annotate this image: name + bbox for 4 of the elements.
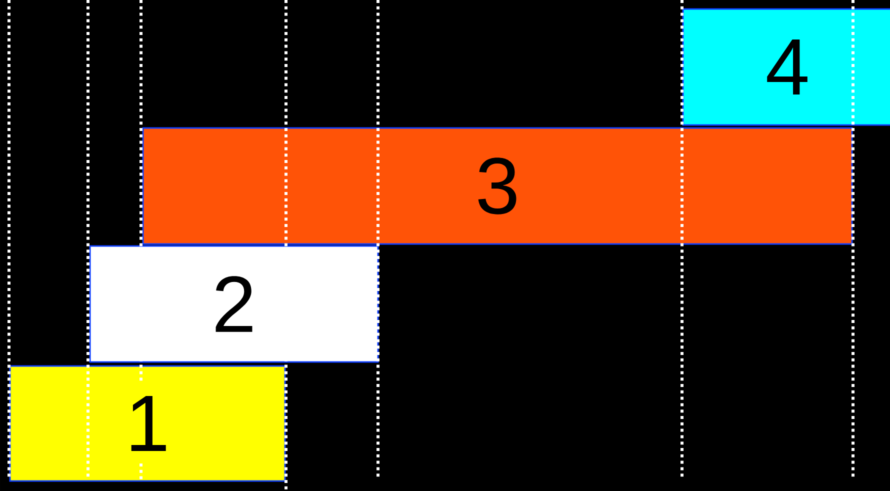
bar: 4 xyxy=(682,8,890,126)
bar: 3 xyxy=(142,127,853,245)
bar: 2 xyxy=(89,245,379,363)
bar: 1 xyxy=(9,365,286,482)
